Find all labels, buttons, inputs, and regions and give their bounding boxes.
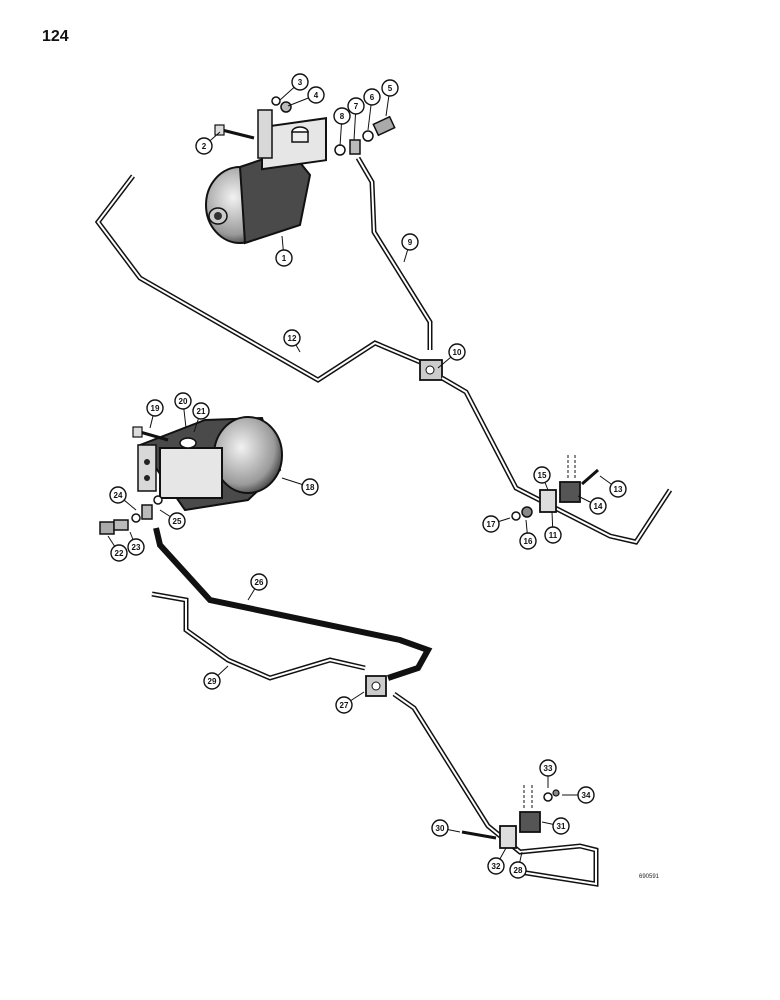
page-number: 124 — [42, 28, 69, 45]
callout-label: 10 — [453, 348, 462, 357]
brake-hose-26 — [153, 527, 433, 681]
bolt-2 — [214, 124, 255, 140]
callout-label: 6 — [370, 93, 375, 102]
callout-3: 3 — [279, 73, 309, 101]
callout-label: 5 — [388, 84, 393, 93]
callout-13: 13 — [599, 475, 627, 498]
callout-27: 27 — [335, 691, 365, 714]
callout-4: 4 — [287, 86, 325, 107]
callout-28: 28 — [509, 851, 527, 879]
callout-label: 33 — [544, 764, 553, 773]
callout-6: 6 — [363, 88, 381, 131]
callout-label: 30 — [436, 824, 445, 833]
callout-label: 21 — [197, 407, 206, 416]
callout-label: 26 — [255, 578, 264, 587]
callout-label: 4 — [314, 91, 319, 100]
lock-washer-3-nut-4 — [271, 96, 292, 113]
callout-33: 33 — [539, 759, 557, 788]
callout-label: 15 — [538, 471, 547, 480]
callout-label: 19 — [151, 404, 160, 413]
callout-label: 17 — [487, 520, 496, 529]
brake-cylinder-lower — [137, 416, 283, 512]
callout-label: 12 — [288, 334, 297, 343]
bolt-19 — [132, 426, 169, 442]
callout-32: 32 — [487, 847, 507, 875]
callout-24: 24 — [109, 486, 137, 511]
callout-label: 34 — [582, 791, 591, 800]
callout-label: 25 — [173, 517, 182, 526]
callout-label: 24 — [114, 491, 123, 500]
callout-16: 16 — [519, 519, 537, 550]
callout-15: 15 — [533, 466, 551, 491]
callout-label: 31 — [557, 822, 566, 831]
callout-26: 26 — [247, 573, 268, 601]
callout-label: 7 — [354, 102, 359, 111]
brake-tube-right-lower — [392, 691, 599, 887]
callout-label: 11 — [549, 531, 558, 540]
callout-11: 11 — [544, 511, 562, 544]
callout-layer: 1234567891011121314151617181920212223242… — [107, 73, 627, 879]
callout-label: 29 — [208, 677, 217, 686]
brake-tube-29 — [151, 591, 366, 681]
callout-label: 13 — [614, 485, 623, 494]
callout-label: 18 — [306, 483, 315, 492]
callout-label: 2 — [202, 142, 207, 151]
brake-cylinder-upper — [205, 109, 327, 245]
callout-12: 12 — [283, 329, 301, 353]
callout-label: 3 — [298, 78, 303, 87]
callout-21: 21 — [192, 402, 210, 433]
callout-8: 8 — [333, 107, 351, 147]
callout-29: 29 — [203, 665, 229, 690]
callout-label: 8 — [340, 112, 345, 121]
callout-10: 10 — [437, 343, 466, 369]
callout-label: 16 — [524, 537, 533, 546]
tee-fitting-10 — [419, 359, 443, 381]
callout-label: 32 — [492, 862, 501, 871]
callout-9: 9 — [401, 233, 419, 263]
clip-assembly-28-34 — [461, 785, 560, 849]
brake-tube-right-upper — [440, 375, 673, 545]
callout-label: 27 — [340, 701, 349, 710]
callout-30: 30 — [431, 819, 461, 837]
callout-1: 1 — [275, 235, 293, 267]
callout-label: 9 — [408, 238, 413, 247]
callout-23: 23 — [127, 531, 145, 556]
callout-label: 1 — [282, 254, 287, 263]
callout-22: 22 — [107, 535, 128, 562]
callout-34: 34 — [562, 786, 595, 804]
callout-14: 14 — [577, 495, 607, 515]
brake-tube-9 — [355, 156, 433, 350]
drawing-reference-code: 690591 — [639, 874, 660, 880]
callout-19: 19 — [146, 399, 164, 429]
clip-assembly-11-15 — [511, 455, 599, 521]
fitting-stack-5-8 — [334, 115, 396, 156]
callout-5: 5 — [381, 79, 399, 117]
fitting-stack-22-25 — [99, 495, 163, 535]
callout-18: 18 — [281, 477, 319, 496]
callout-17: 17 — [482, 515, 511, 533]
callout-31: 31 — [541, 817, 570, 835]
callout-20: 20 — [174, 392, 192, 429]
callout-25: 25 — [159, 509, 186, 530]
callout-label: 14 — [594, 502, 603, 511]
callout-label: 23 — [132, 543, 141, 552]
tee-fitting-27 — [365, 675, 387, 697]
callout-label: 22 — [115, 549, 124, 558]
callout-7: 7 — [347, 97, 365, 141]
callout-2: 2 — [195, 131, 221, 155]
callout-label: 28 — [514, 866, 523, 875]
callout-label: 20 — [179, 397, 188, 406]
